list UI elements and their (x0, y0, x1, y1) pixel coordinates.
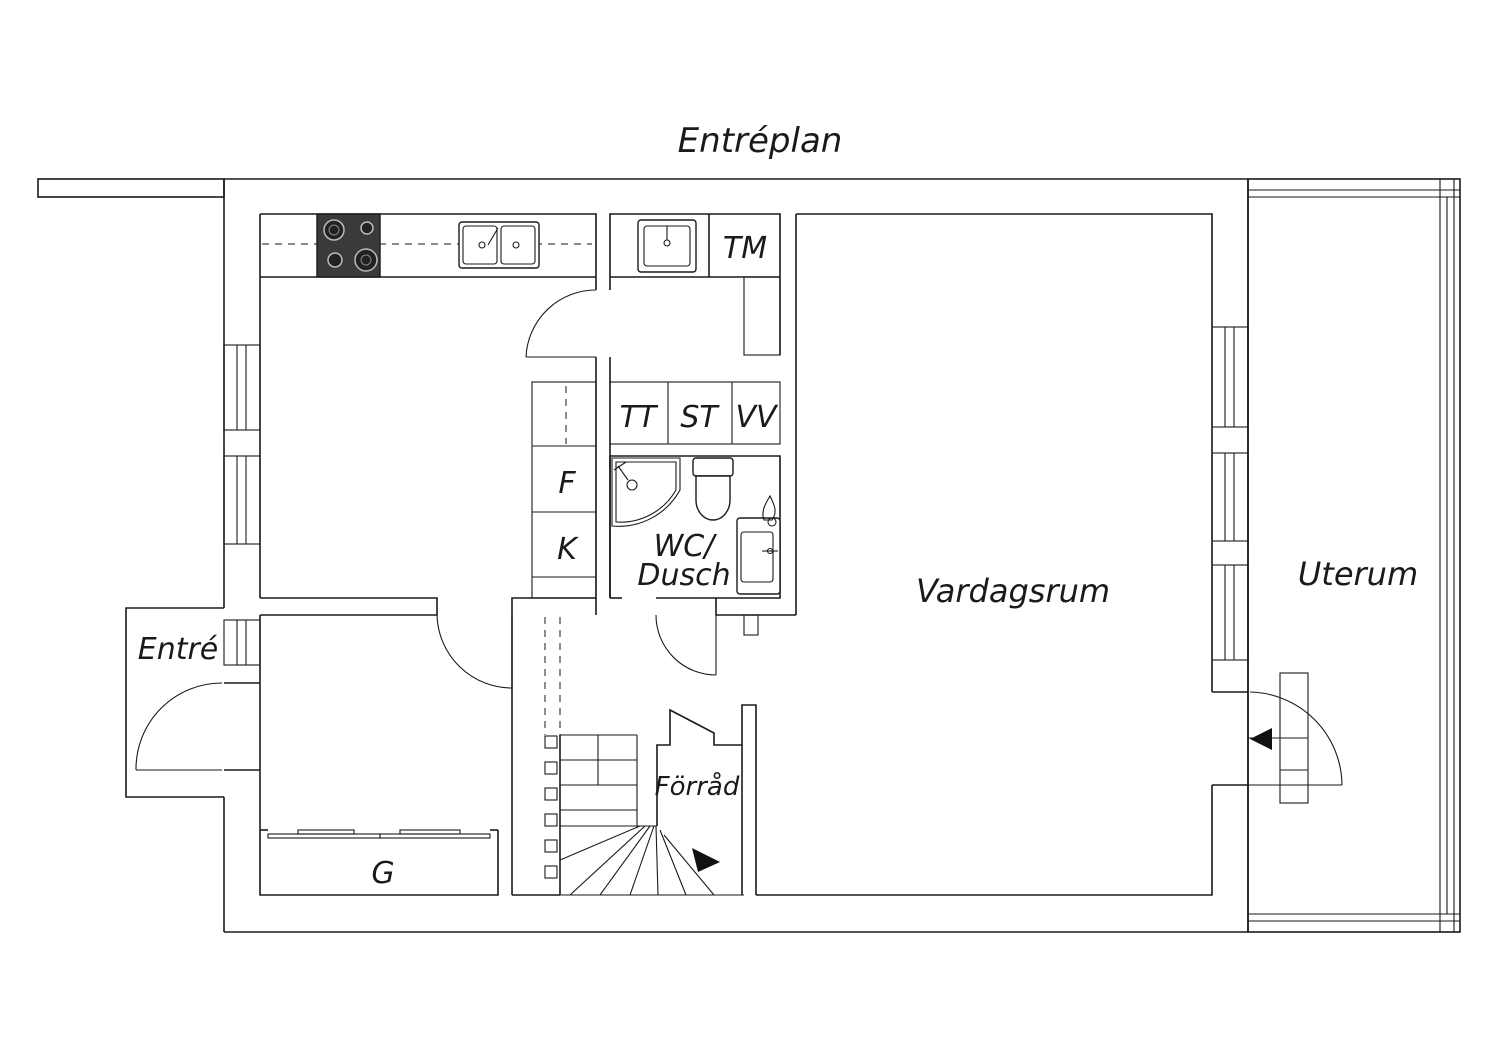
window-right-1 (1211, 326, 1249, 428)
laundry-room (609, 213, 781, 598)
sink-icon (637, 219, 697, 273)
room-label-forrad: Förråd (655, 771, 740, 802)
window-left-2 (223, 455, 261, 545)
kitchen (260, 213, 597, 616)
closet-g (259, 615, 560, 896)
cabinet-column (531, 381, 597, 599)
exterior-walls (37, 178, 1248, 933)
window-right-2 (1211, 452, 1249, 542)
plan-title: Entréplan (678, 121, 843, 161)
room-label-vardagsrum: Vardagsrum (916, 572, 1110, 610)
room-label-tt: TT (620, 400, 659, 435)
room-label-uterum: Uterum (1298, 555, 1418, 593)
window-entre (223, 619, 261, 666)
window-left-1 (223, 344, 261, 431)
stove-icon (316, 213, 381, 278)
arrow-icon (1250, 728, 1272, 750)
sink-icon (458, 221, 540, 269)
room-label-vv: VV (735, 400, 779, 435)
room-label-wc-2: Dusch (637, 558, 730, 593)
door-kitchen-laundry (525, 289, 597, 358)
entre-porch (125, 607, 260, 798)
toilet-icon (692, 457, 734, 521)
staircase (544, 617, 744, 896)
storage-forrad (656, 704, 757, 895)
sink-icon (736, 494, 781, 595)
room-label-tm: TM (723, 231, 767, 266)
room-label-k: K (557, 532, 579, 567)
room-label-g: G (371, 856, 394, 891)
room-label-entre: Entré (138, 632, 219, 667)
living-room (756, 179, 1249, 932)
room-label-f: F (558, 466, 576, 501)
arrow-icon (692, 848, 720, 872)
room-label-st: ST (680, 400, 720, 435)
shower-icon (611, 457, 681, 527)
window-right-3 (1211, 564, 1249, 661)
door-kitchen-hall (436, 614, 513, 689)
sunroom-uterum (1247, 178, 1461, 933)
room-label-wc-1: WC/ (654, 529, 718, 564)
